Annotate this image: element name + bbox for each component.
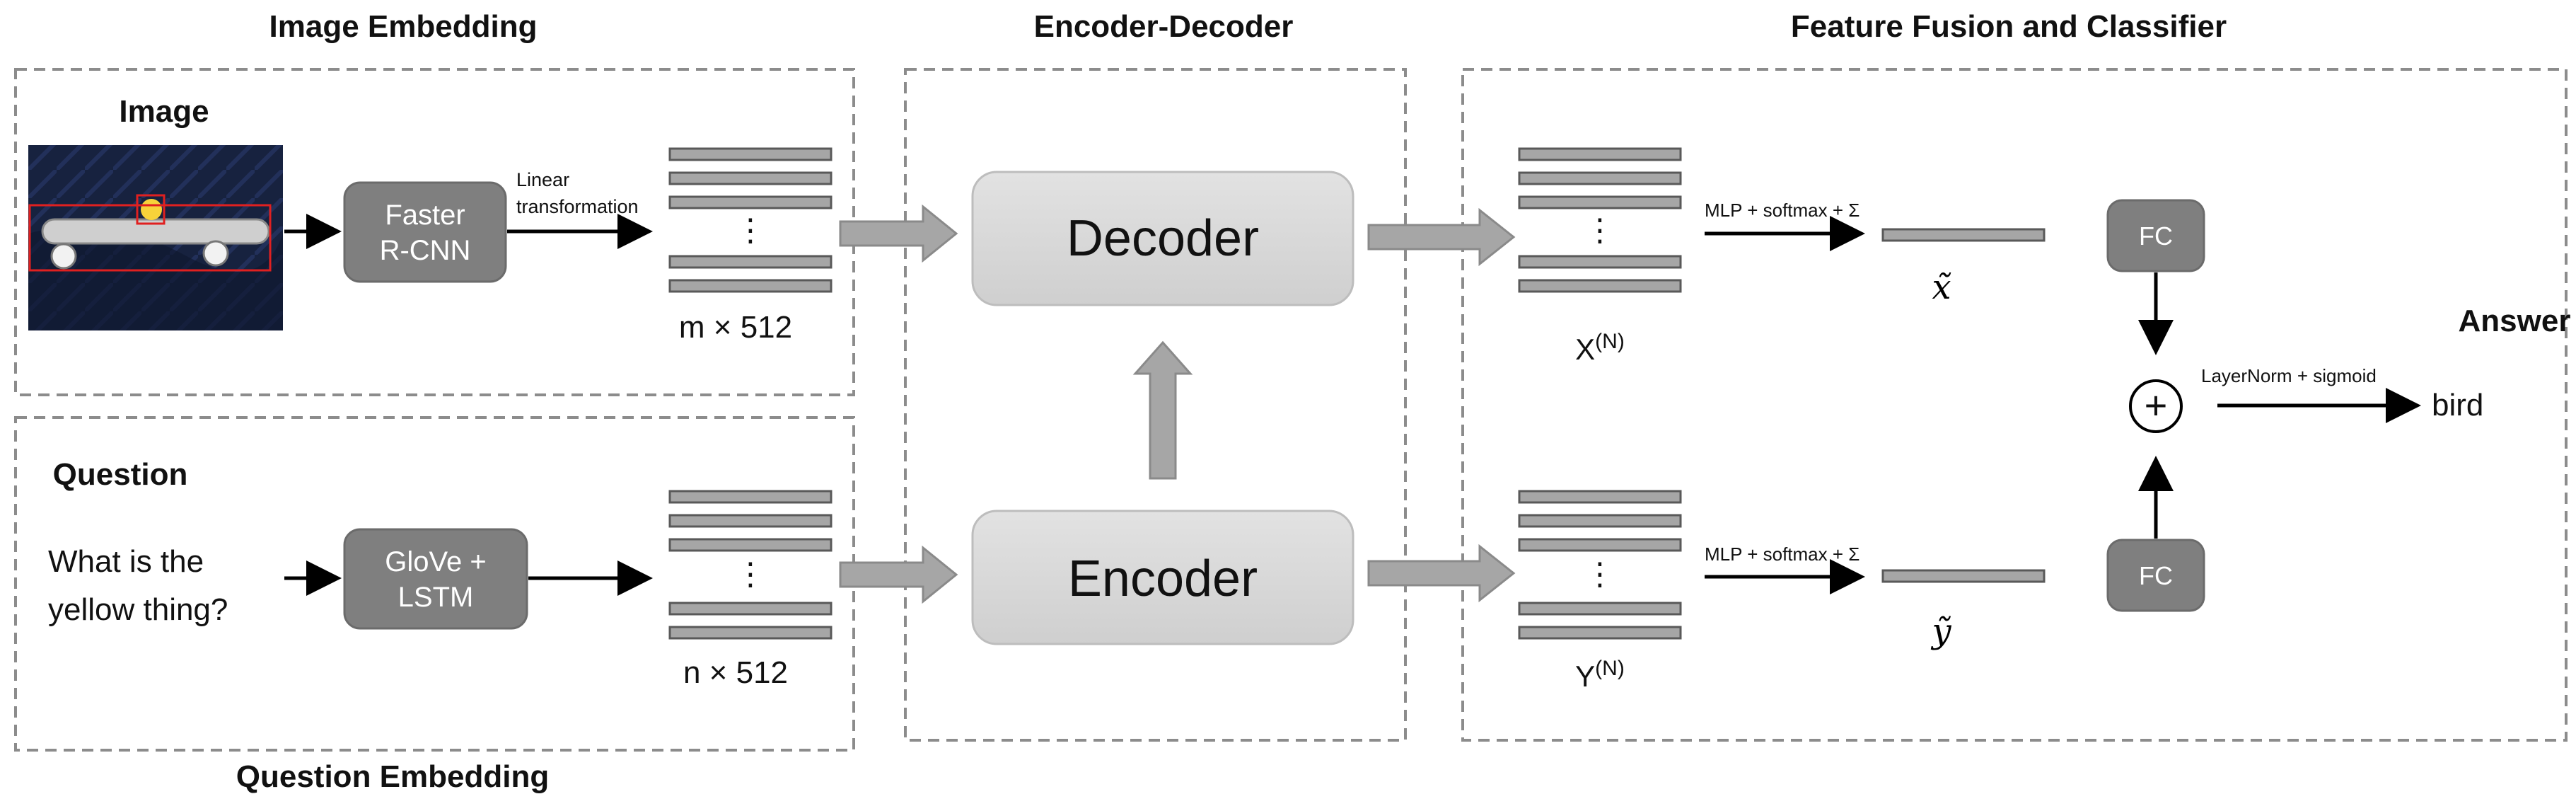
image-feature-ellipsis: ⋮ <box>735 213 766 248</box>
y-n-ellipsis: ⋮ <box>1584 557 1615 592</box>
x-tilde-label: x̃ <box>1932 268 1951 307</box>
encoder-to-decoder-block-arrow <box>1132 340 1193 480</box>
image-feature-dim: m × 512 <box>679 310 792 345</box>
image-to-decoder-block-arrow <box>839 204 958 263</box>
fc-top-label: FC <box>2139 222 2173 251</box>
question-text-line1: What is the <box>48 544 204 579</box>
section-title-question-embedding: Question Embedding <box>236 759 549 794</box>
mlp-bottom-label: MLP + softmax + Σ <box>1705 543 1860 565</box>
question-label: Question <box>53 457 188 492</box>
linear-label-line2: transformation <box>516 196 639 217</box>
decoder-box: Decoder <box>971 171 1354 306</box>
decoder-label: Decoder <box>1067 210 1259 267</box>
image-label: Image <box>119 94 209 129</box>
x-n-ellipsis: ⋮ <box>1584 213 1615 248</box>
glove-label-line2: LSTM <box>398 582 474 613</box>
answer-label: Answer <box>2459 304 2571 338</box>
y-tilde-label: ỹ <box>1930 611 1951 651</box>
faster-rcnn-label-line2: R-CNN <box>380 235 471 266</box>
question-feature-dim: n × 512 <box>683 655 788 690</box>
layernorm-label: LayerNorm + sigmoid <box>2201 365 2377 386</box>
y-n-label: Y(N) <box>1575 657 1625 693</box>
section-title-image-embedding: Image Embedding <box>269 9 538 44</box>
feature-fusion-region <box>1461 68 2568 742</box>
encoder-box: Encoder <box>971 510 1354 645</box>
y-n-feature-stack: ⋮ <box>1518 490 1682 640</box>
x-tilde-bar <box>1881 228 2046 242</box>
fc-bottom-label: FC <box>2139 561 2173 590</box>
section-title-encoder-decoder: Encoder-Decoder <box>1034 9 1294 44</box>
plus-symbol: + <box>2145 383 2168 427</box>
y-tilde-bar <box>1881 569 2046 583</box>
question-feature-ellipsis: ⋮ <box>735 557 766 592</box>
answer-value: bird <box>2432 388 2483 422</box>
decoder-to-x-block-arrow <box>1367 207 1516 267</box>
x-n-feature-stack: ⋮ <box>1518 147 1682 293</box>
linear-label-line1: Linear <box>516 169 569 190</box>
encoder-decoder-region <box>904 68 1407 742</box>
element-wise-sum-node: + <box>2129 379 2183 433</box>
encoder-to-y-block-arrow <box>1367 543 1516 603</box>
input-image <box>28 145 283 330</box>
fc-bottom-box: FC <box>2106 539 2205 612</box>
encoder-label: Encoder <box>1068 551 1258 607</box>
section-title-feature-fusion: Feature Fusion and Classifier <box>1791 9 2227 44</box>
mlp-top-label: MLP + softmax + Σ <box>1705 200 1860 221</box>
question-to-encoder-block-arrow <box>839 545 958 604</box>
glove-lstm-box: GloVe + LSTM <box>343 528 528 630</box>
question-feature-stack: ⋮ <box>668 490 832 640</box>
glove-label-line1: GloVe + <box>385 546 486 577</box>
fc-top-box: FC <box>2106 199 2205 272</box>
question-text-line2: yellow thing? <box>48 592 228 627</box>
faster-rcnn-label-line1: Faster <box>385 200 465 231</box>
image-feature-stack: ⋮ <box>668 147 832 293</box>
faster-rcnn-box: Faster R-CNN <box>343 181 507 283</box>
x-n-label: X(N) <box>1575 330 1625 366</box>
